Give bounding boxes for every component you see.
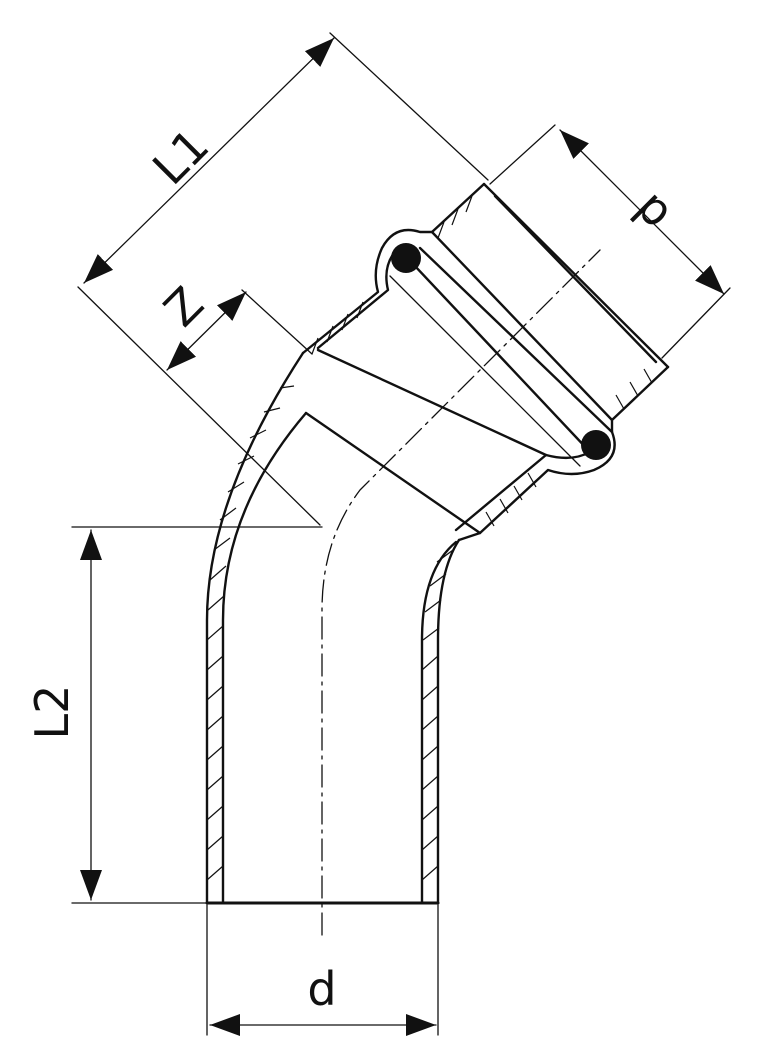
pipe-centerline bbox=[321, 249, 601, 936]
d-top-extension-2 bbox=[661, 287, 731, 359]
d-top-dimension-line bbox=[559, 129, 725, 295]
socket-upper-outer-wall bbox=[301, 182, 486, 355]
l1-extension-top bbox=[329, 32, 489, 181]
seal-line-1 bbox=[396, 246, 592, 454]
seal-line-3 bbox=[389, 275, 581, 467]
l1-extension-bottom bbox=[77, 286, 321, 526]
z-label: Z bbox=[153, 276, 213, 336]
center-lines bbox=[321, 249, 601, 936]
extension-lines bbox=[71, 32, 731, 1036]
socket-lower-inner-wall bbox=[454, 450, 592, 532]
seal-line-2 bbox=[418, 246, 614, 434]
socket-inner-edge bbox=[493, 194, 658, 364]
right-inner-wall bbox=[420, 540, 458, 905]
left-wall-hatch bbox=[206, 385, 295, 881]
right-wall-hatch bbox=[421, 549, 454, 881]
d-top-extension-1 bbox=[489, 124, 556, 185]
left-inner-wall bbox=[221, 411, 308, 905]
socket-stop-line bbox=[316, 348, 548, 457]
left-outer-wall bbox=[205, 351, 305, 905]
socket-mouth-edge bbox=[482, 182, 670, 369]
dimension-labels: L1 Z d L2 d bbox=[25, 118, 680, 1016]
l1-label: L1 bbox=[142, 118, 219, 195]
wall-hatching bbox=[206, 195, 653, 881]
l1-dimension-line bbox=[83, 37, 335, 284]
socket-transition-line bbox=[304, 411, 482, 535]
right-outer-wall bbox=[436, 538, 461, 905]
socket-lower-outer-wall bbox=[457, 365, 670, 542]
socket-wall-hatch bbox=[311, 195, 653, 527]
socket-wall-line bbox=[430, 230, 614, 422]
d-bottom-label: d bbox=[307, 962, 336, 1016]
o-ring-bottom bbox=[581, 430, 611, 460]
l2-label: L2 bbox=[25, 685, 79, 740]
dimension-lines bbox=[80, 37, 725, 1036]
pipe-body bbox=[205, 182, 670, 905]
z-dimension-line bbox=[166, 291, 247, 371]
o-ring-top bbox=[391, 243, 421, 273]
d-top-label: d bbox=[621, 184, 680, 243]
z-extension bbox=[241, 289, 313, 355]
